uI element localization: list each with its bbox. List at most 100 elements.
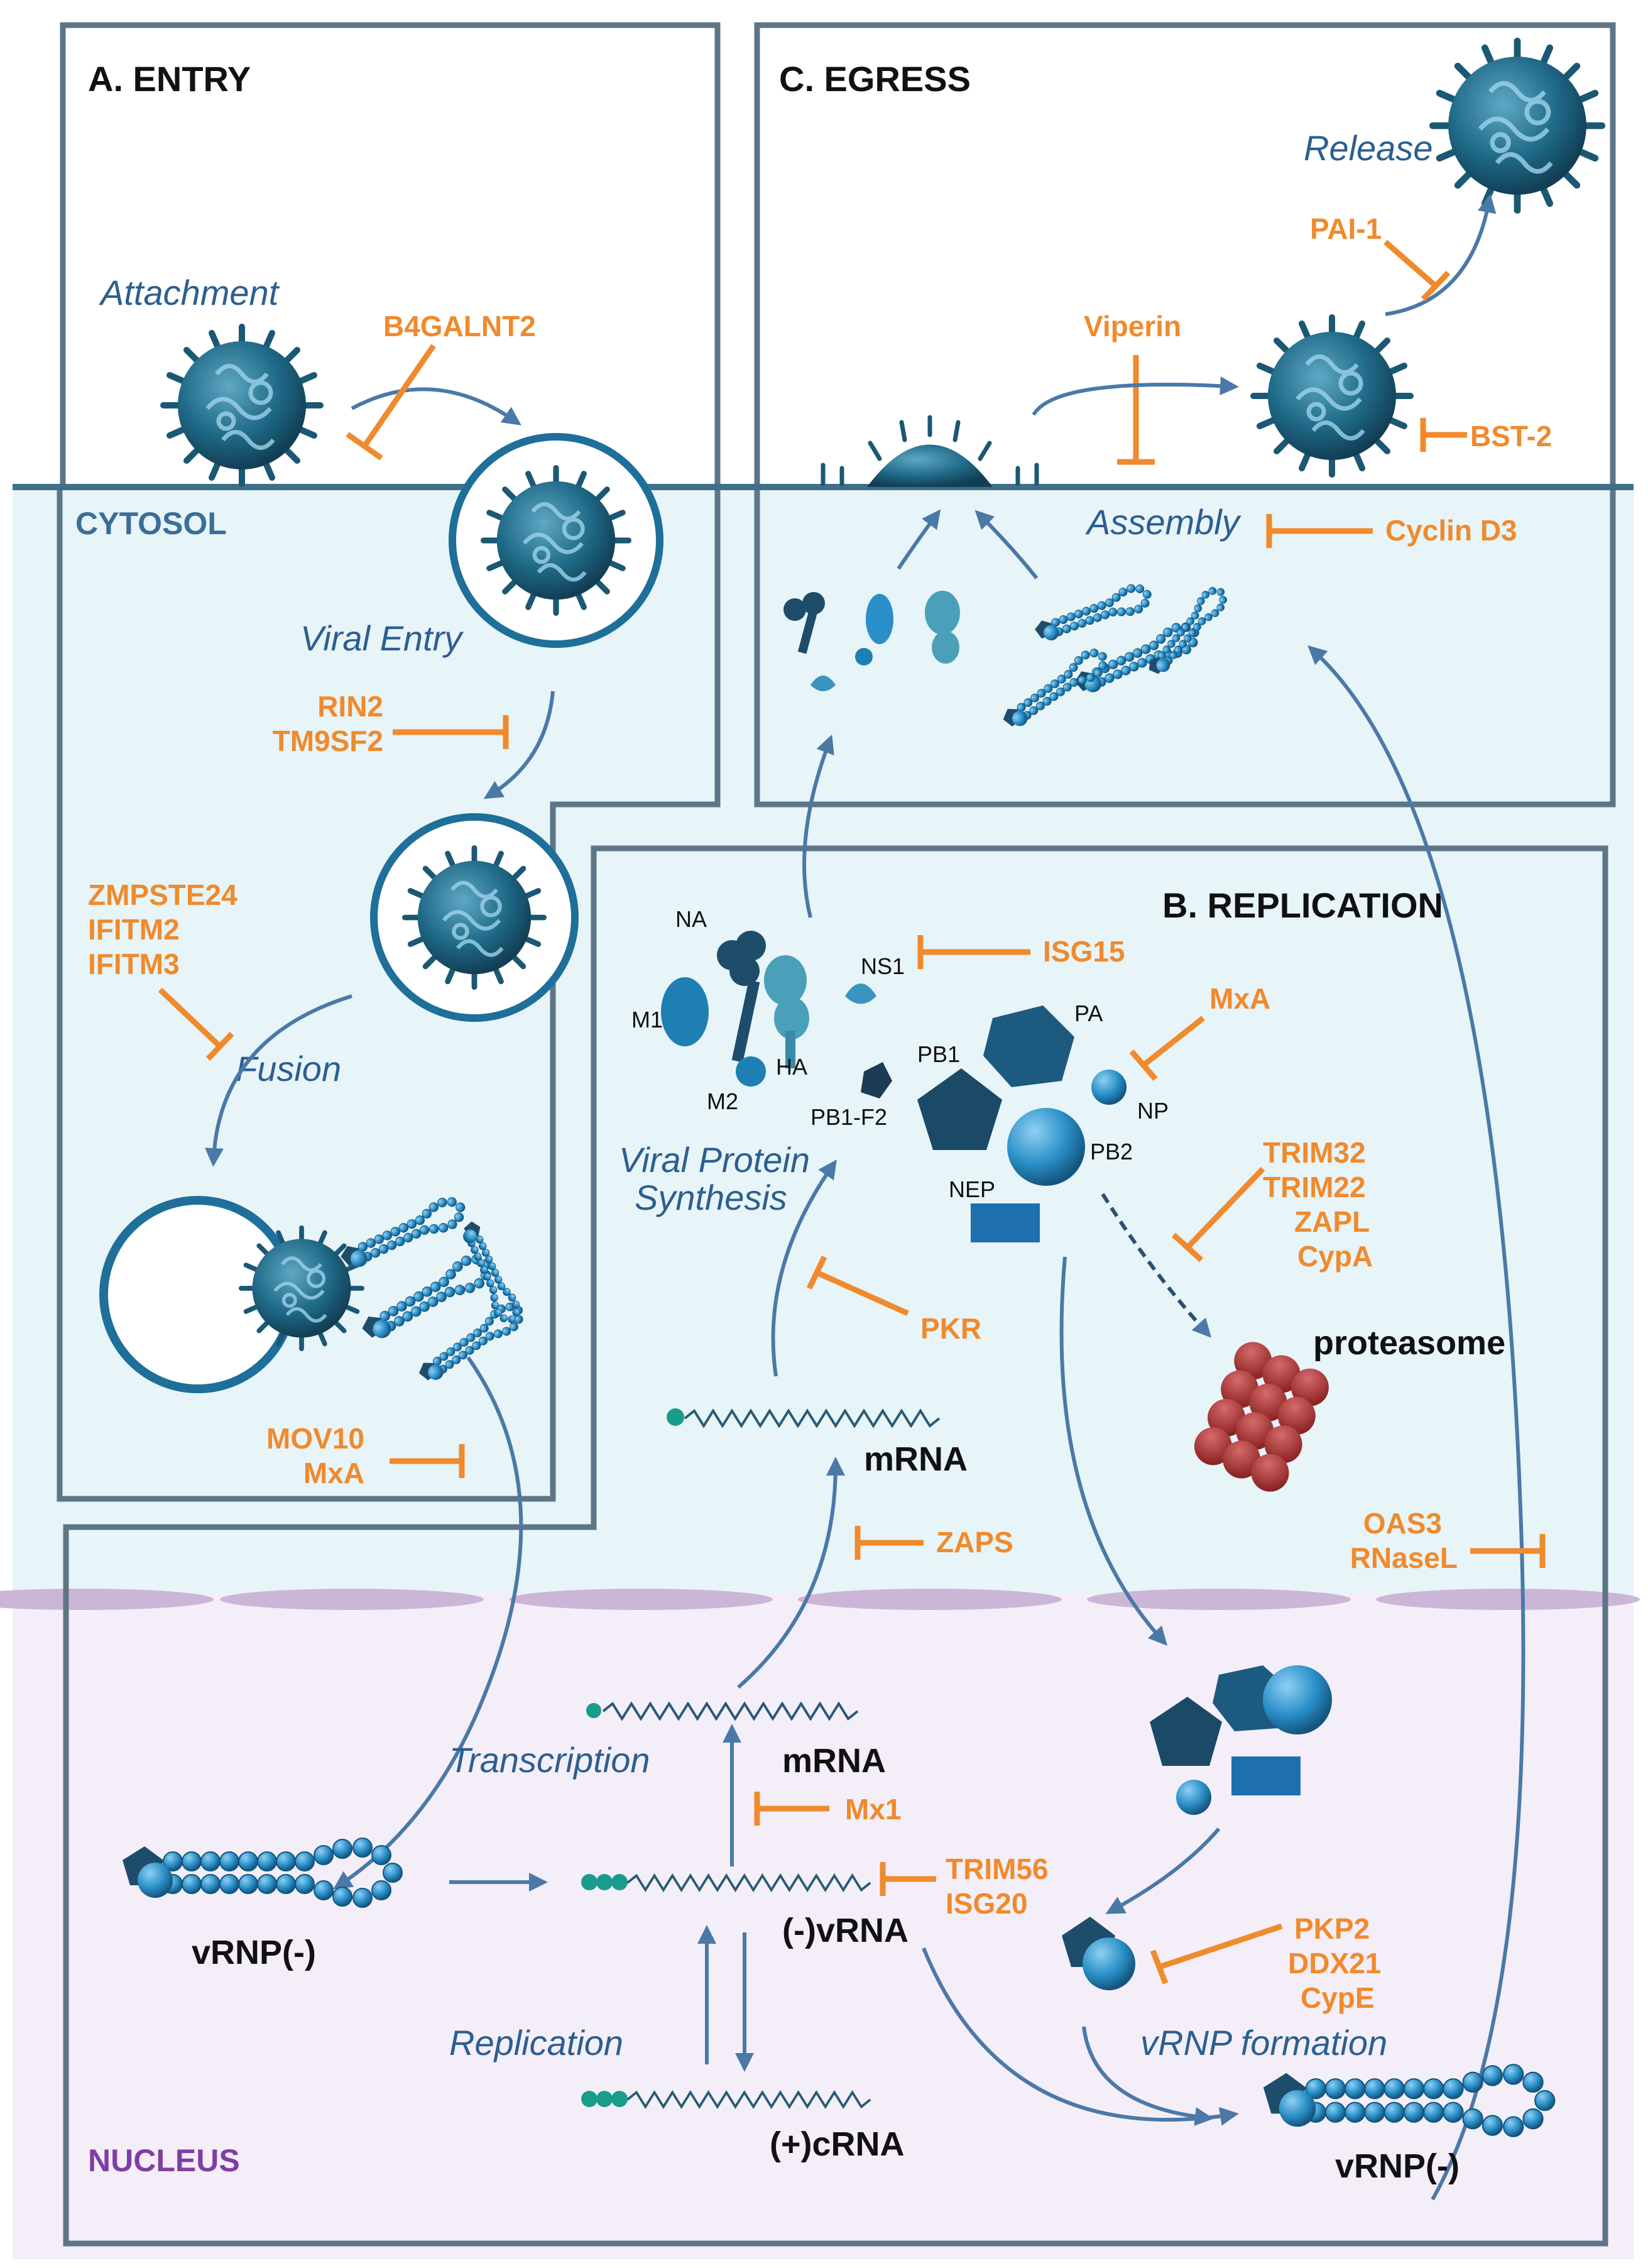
viral-proteins-cluster [661,931,1127,1242]
virus-fusion [405,848,543,987]
step-replication: Replication [449,2023,623,2063]
tbar-zaps [854,1526,924,1560]
inhibitor-pai1: PAI-1 [1310,212,1382,245]
arrow-vrna-to-vrnp [922,1947,1239,2126]
protein-label-m2: M2 [707,1088,738,1114]
inhibitor-cypa: CypA [1297,1240,1373,1273]
proteasome-complex [1194,1342,1329,1492]
region-label-cytosol: CYTOSOL [75,506,227,541]
tbar-trim56-isg20 [880,1862,936,1896]
virus-released [1432,41,1602,210]
arrow-vrnp-export [1307,645,1525,2201]
arrow-proteins-to-nucleus [1059,1256,1168,1646]
step-viral-protein-synthesis-2: Synthesis [635,1178,787,1217]
arrow-to-assembly [802,734,834,918]
arrow-to-proteasome [1101,1193,1212,1338]
inhibitor-oas3: OAS3 [1363,1507,1442,1540]
inhibitor-trim22: TRIM22 [1263,1171,1366,1203]
protein-label-nep: NEP [949,1176,995,1202]
virus-endosome [484,468,629,613]
pb1-shape [917,1068,1002,1150]
mrna-cap-cyto [667,1408,684,1426]
crna-caps [581,2091,628,2107]
tbar-proteasome-inhibitors [1171,1166,1265,1263]
protein-label-na: NA [675,906,707,932]
step-assembly: Assembly [1085,502,1241,542]
panel-replication-box [63,845,1608,2247]
pa-shape [983,1005,1074,1087]
np-pol-complex [1062,1917,1135,1990]
virus-uncoating [241,1228,362,1349]
panel-title-replication: B. REPLICATION [1162,885,1443,925]
label-crna: (+)cRNA [770,2125,905,2163]
inhibitor-bst2: BST-2 [1470,420,1552,452]
inhibitor-ifitm2: IFITM2 [88,913,180,946]
arrow-proteins-assembly [1105,1827,1221,1914]
inhibitor-pkp2: PKP2 [1294,1912,1370,1945]
tbar-pkp2-ddx21-cype [1150,1923,1283,1985]
nuclear-envelope [0,1589,1640,1610]
np-shape [1091,1070,1127,1105]
inhibitor-isg15: ISG15 [1043,935,1125,968]
tbar-mov10-mxa [390,1444,465,1478]
panel-egress-box [754,22,1616,808]
step-viral-protein-synthesis-1: Viral Protein [619,1140,810,1180]
inhibitor-trim56: TRIM56 [946,1853,1049,1885]
protein-label-pb1-f2: PB1-F2 [810,1104,887,1130]
label-mrna-nuc: mRNA [782,1742,886,1780]
arrow-budding [1032,376,1239,416]
inhibitor-zapl: ZAPL [1294,1205,1370,1238]
inhibitor-trim32: TRIM32 [1263,1136,1366,1169]
protein-label-ns1: NS1 [861,953,905,979]
inhibitor-mx1: Mx1 [845,1793,901,1826]
inhibitor-viperin: Viperin [1084,310,1181,342]
virus-budded [1253,317,1411,474]
inhibitor-pkr: PKR [920,1312,981,1345]
virus-attachment [163,327,320,484]
assembly-proteins [783,591,960,691]
panel-title-entry: A. ENTRY [88,59,251,99]
pb2-shape [1007,1108,1085,1186]
step-attachment: Attachment [99,273,280,312]
vrna-caps [581,1874,628,1890]
tbar-viperin [1117,355,1155,465]
inhibitor-ifitm3: IFITM3 [88,948,180,980]
inhibitor-rnasel: RNaseL [1350,1542,1458,1574]
nep-shape [971,1203,1040,1242]
tbar-isg15 [917,935,1030,969]
protein-label-pa: PA [1074,1000,1103,1026]
step-release: Release [1304,128,1432,168]
arrow-fusion [204,994,352,1167]
inhibitor-isg20: ISG20 [946,1887,1027,1920]
arrow-assembly-proteins [897,509,941,570]
step-transcription: Transcription [449,1740,650,1780]
nuclear-proteins [1150,1665,1332,1815]
mrna-cap-nuc [586,1703,601,1718]
inhibitor-rin2: RIN2 [317,690,383,723]
tbar-bst2 [1420,418,1467,452]
arrow-viral-entry [483,691,555,799]
protein-label-pb2: PB2 [1090,1139,1133,1164]
panel-title-egress: C. EGRESS [779,59,971,99]
inhibitor-mov10: MOV10 [266,1422,364,1455]
arrow-attachment [351,387,521,425]
arrow-vrnp-formation [1082,2026,1214,2126]
budding-virion [821,415,1039,487]
label-mrna-cyto: mRNA [864,1440,968,1478]
arrow-mrna-export [737,1457,845,1689]
label-vrnp-left: vRNP(-) [192,1934,316,1971]
nucleus-background [13,1593,1634,2259]
protein-label-pb1: PB1 [917,1041,960,1067]
cytosol-background [13,487,1634,1593]
inhibitor-ddx21: DDX21 [1288,1947,1381,1980]
inhibitor-mxa-entry: MxA [303,1457,364,1489]
tbar-rin2-tm9sf2 [393,715,509,749]
tbar-pai1 [1383,239,1451,302]
inhibitor-b4galnt2: B4GALNT2 [383,310,536,342]
tbar-cyclin-d3 [1266,514,1373,548]
arrow-to-nucleus [333,1356,523,1890]
protein-label-m1: M1 [631,1007,663,1033]
tbar-oas3-rnasel [1470,1534,1546,1568]
